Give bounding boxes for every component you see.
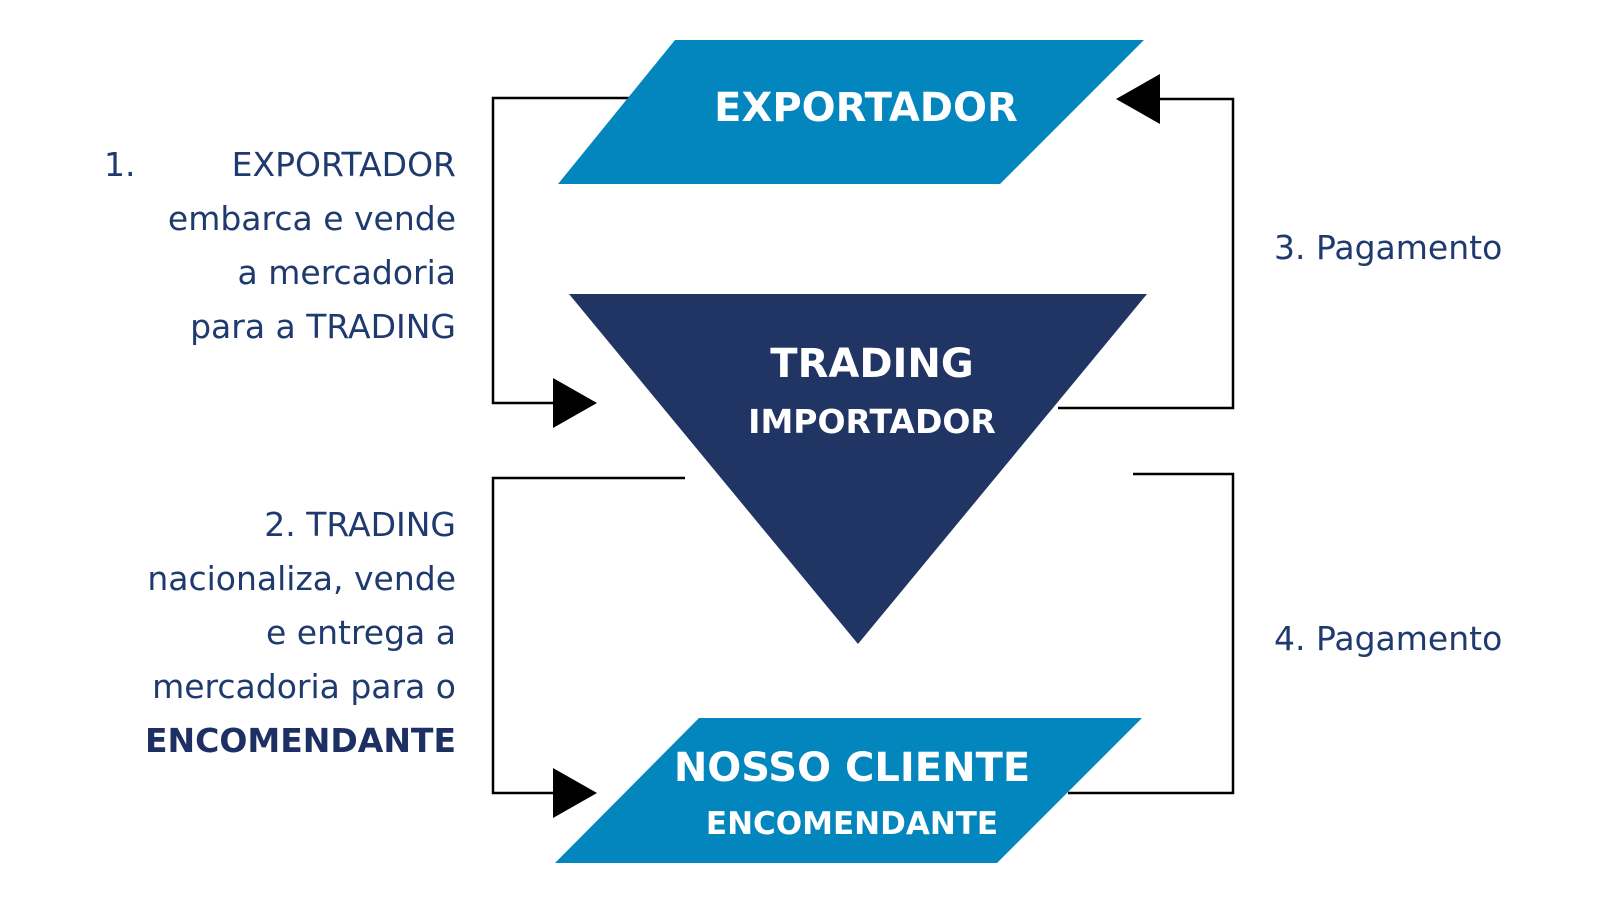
arrow-left-icon bbox=[1116, 74, 1160, 124]
step3-label: 3. Pagamento bbox=[1274, 228, 1503, 267]
connector-cliente-to-trading bbox=[1068, 472, 1235, 795]
node-exportador: EXPORTADOR bbox=[558, 40, 1144, 184]
step1-line: para a TRADING bbox=[190, 307, 456, 346]
step1-number: 1. bbox=[104, 145, 136, 184]
step1-first-line: 1. EXPORTADOR bbox=[104, 138, 456, 192]
step2-line: 2. TRADING bbox=[264, 505, 456, 544]
step2-line: nacionaliza, vende bbox=[147, 559, 456, 598]
connector-exportador-to-trading bbox=[491, 96, 645, 405]
cliente-shape bbox=[555, 718, 1142, 863]
step1-line: EXPORTADOR bbox=[231, 145, 456, 184]
exportador-title: EXPORTADOR bbox=[714, 85, 1018, 131]
connector-trading-to-exportador bbox=[1058, 97, 1235, 410]
step1-line: embarca e vende bbox=[167, 199, 456, 238]
arrow-right-icon bbox=[553, 378, 597, 428]
trading-shape bbox=[569, 294, 1147, 644]
cliente-subtitle: ENCOMENDANTE bbox=[706, 806, 998, 842]
step1-line: a mercadoria bbox=[237, 253, 456, 292]
exportador-shape bbox=[558, 40, 1144, 184]
cliente-title: NOSSO CLIENTE bbox=[674, 745, 1030, 791]
step4-label: 4. Pagamento bbox=[1274, 619, 1503, 658]
connector-trading-to-cliente bbox=[491, 476, 685, 795]
trading-title: TRADING bbox=[770, 341, 973, 387]
step1-description: 1. EXPORTADOR embarca e vende a mercador… bbox=[104, 138, 456, 354]
step2-line: e entrega a bbox=[266, 613, 456, 652]
step2-emphasis: ENCOMENDANTE bbox=[144, 721, 456, 760]
step2-description: 2. TRADING nacionaliza, vende e entrega … bbox=[60, 498, 456, 768]
step2-line: mercadoria para o bbox=[152, 667, 456, 706]
node-trading: TRADING IMPORTADOR bbox=[569, 294, 1147, 644]
node-cliente: NOSSO CLIENTE ENCOMENDANTE bbox=[555, 718, 1142, 863]
trading-subtitle: IMPORTADOR bbox=[748, 402, 996, 441]
arrow-right-icon bbox=[553, 768, 597, 818]
